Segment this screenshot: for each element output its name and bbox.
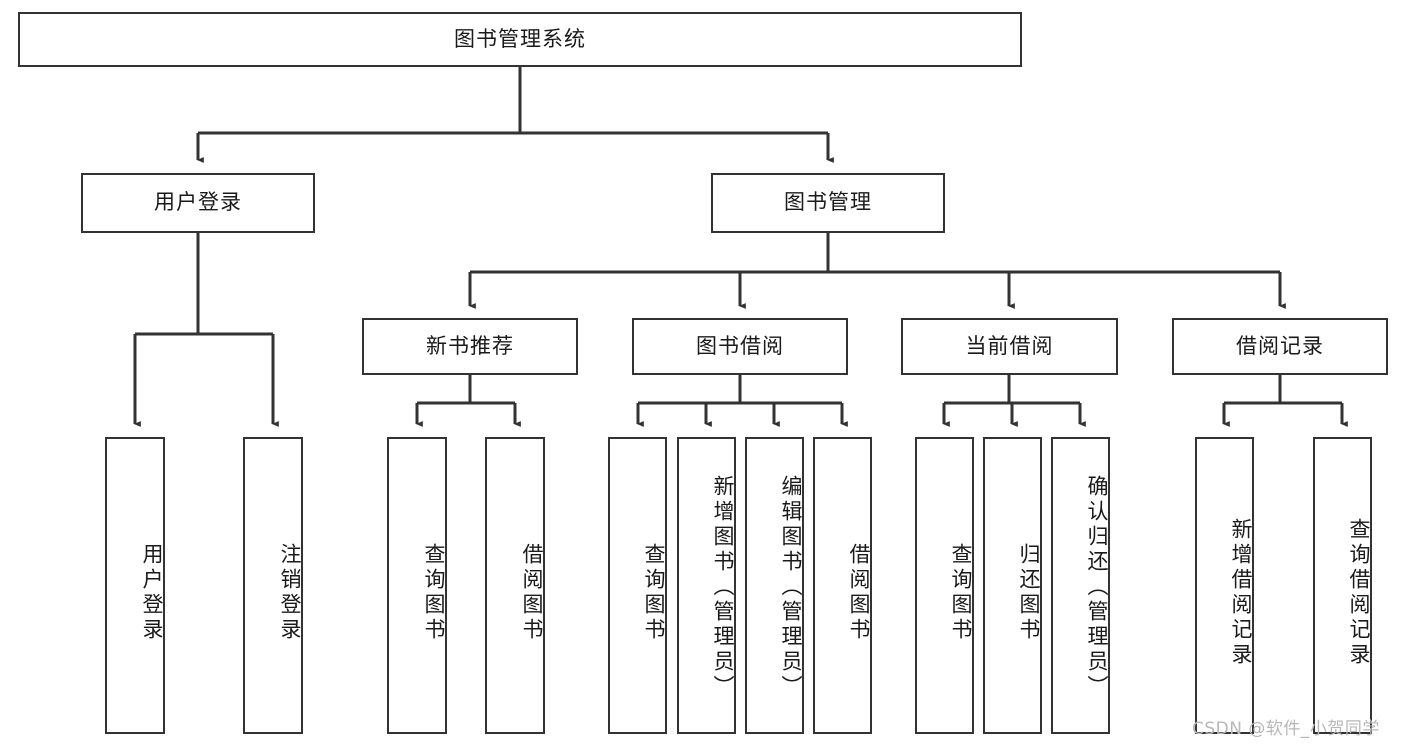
node-leaf-query-book-rec-label: 查询图书 <box>422 542 446 643</box>
node-leaf-query-book-current[interactable]: 查询图书 <box>915 437 974 734</box>
node-leaf-return-book[interactable]: 归还图书 <box>983 437 1042 734</box>
node-leaf-query-book-borrow[interactable]: 查询图书 <box>608 437 667 734</box>
node-borrow-record-label: 借阅记录 <box>1236 333 1324 358</box>
node-leaf-user-logout[interactable]: 注销登录 <box>243 437 303 734</box>
node-leaf-add-book-admin-label: 新增图书（管理员） <box>711 475 735 700</box>
node-leaf-borrow-book-rec-label: 借阅图书 <box>520 542 544 643</box>
node-book-borrow-label: 图书借阅 <box>696 333 784 358</box>
node-leaf-query-book-borrow-label: 查询图书 <box>642 542 666 643</box>
node-leaf-user-logout-label: 注销登录 <box>278 542 302 643</box>
node-leaf-query-book-rec[interactable]: 查询图书 <box>387 437 447 734</box>
node-user-login[interactable]: 用户登录 <box>81 173 315 233</box>
node-root[interactable]: 图书管理系统 <box>18 12 1022 67</box>
csdn-watermark: CSDN @软件_小贺同学 <box>1192 719 1380 739</box>
node-leaf-return-book-label: 归还图书 <box>1017 542 1041 643</box>
node-leaf-query-borrow-record-label: 查询借阅记录 <box>1347 517 1371 668</box>
node-leaf-borrow-book-label: 借阅图书 <box>847 542 871 643</box>
node-leaf-user-login[interactable]: 用户登录 <box>105 437 165 734</box>
node-book-borrow[interactable]: 图书借阅 <box>632 318 848 375</box>
node-current-borrow[interactable]: 当前借阅 <box>901 318 1118 375</box>
node-leaf-confirm-return-admin[interactable]: 确认归还（管理员） <box>1051 437 1110 734</box>
node-leaf-borrow-book[interactable]: 借阅图书 <box>813 437 872 734</box>
node-leaf-query-book-current-label: 查询图书 <box>949 542 973 643</box>
node-leaf-add-borrow-record-label: 新增借阅记录 <box>1229 517 1253 668</box>
node-current-borrow-label: 当前借阅 <box>965 333 1054 358</box>
node-leaf-borrow-book-rec[interactable]: 借阅图书 <box>485 437 545 734</box>
node-book-manage[interactable]: 图书管理 <box>711 173 945 233</box>
node-leaf-edit-book-admin[interactable]: 编辑图书（管理员） <box>745 437 804 734</box>
node-leaf-user-login-label: 用户登录 <box>140 542 164 643</box>
node-leaf-confirm-return-admin-label: 确认归还（管理员） <box>1085 475 1109 700</box>
node-leaf-add-book-admin[interactable]: 新增图书（管理员） <box>677 437 736 734</box>
node-new-book-recommend-label: 新书推荐 <box>426 333 514 358</box>
node-leaf-edit-book-admin-label: 编辑图书（管理员） <box>779 475 803 700</box>
node-leaf-add-borrow-record[interactable]: 新增借阅记录 <box>1195 437 1254 734</box>
node-new-book-recommend[interactable]: 新书推荐 <box>362 318 578 375</box>
node-user-login-label: 用户登录 <box>154 190 242 215</box>
node-book-manage-label: 图书管理 <box>784 190 872 215</box>
node-root-label: 图书管理系统 <box>454 26 586 51</box>
node-borrow-record[interactable]: 借阅记录 <box>1172 318 1388 375</box>
node-leaf-query-borrow-record[interactable]: 查询借阅记录 <box>1313 437 1372 734</box>
